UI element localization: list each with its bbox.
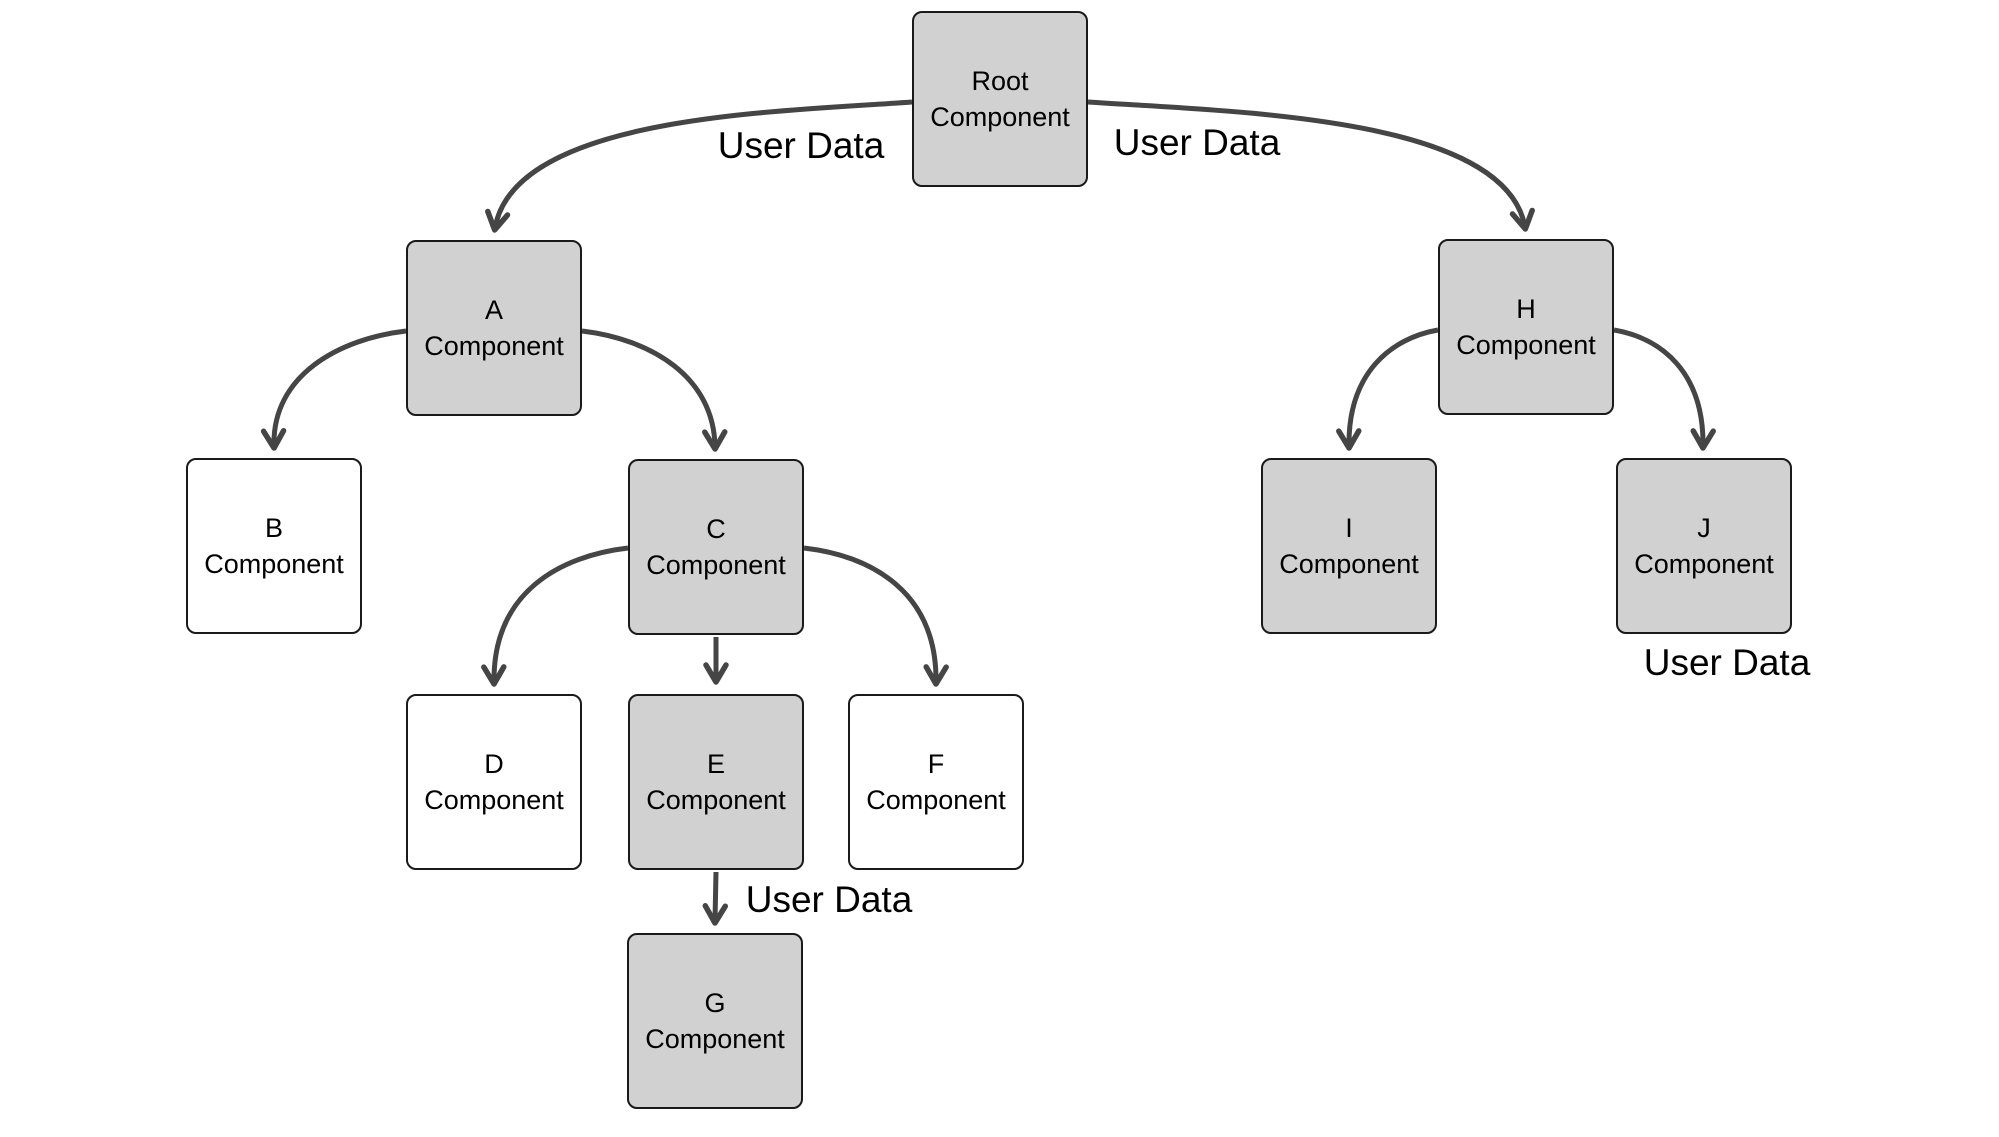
node-i: I Component xyxy=(1261,458,1437,634)
node-label-line1: B xyxy=(264,513,283,543)
node-label-line1: E xyxy=(706,749,725,779)
node-label-line2: Component xyxy=(866,785,1006,815)
node-label-line2: Component xyxy=(930,102,1070,132)
node-label-line1: J xyxy=(1697,513,1711,543)
edge-label-h-j: User Data xyxy=(1643,642,1811,683)
edge-a-b xyxy=(260,328,407,451)
node-e: E Component xyxy=(628,694,804,870)
node-j: J Component xyxy=(1616,458,1792,634)
node-label-line1: C xyxy=(706,514,726,544)
edge-root-a xyxy=(485,99,913,233)
node-label-line1: D xyxy=(484,749,504,779)
edge-label-root-a: User Data xyxy=(717,125,885,166)
node-f: F Component xyxy=(848,694,1024,870)
node-label-line1: Root xyxy=(971,66,1029,96)
node-d: D Component xyxy=(406,694,582,870)
edge-h-j xyxy=(1613,327,1716,451)
node-c: C Component xyxy=(628,459,804,635)
node-label-line2: Component xyxy=(646,550,786,580)
node-a: A Component xyxy=(406,240,582,416)
node-g: G Component xyxy=(627,933,803,1109)
edge-a-c xyxy=(581,328,728,452)
edge-h-i xyxy=(1336,327,1439,451)
node-label-line2: Component xyxy=(645,1024,785,1054)
edge-e-g xyxy=(702,871,729,926)
node-label-line2: Component xyxy=(1456,330,1596,360)
node-label-line1: A xyxy=(484,295,503,325)
node-label-line2: Component xyxy=(1279,549,1419,579)
node-h: H Component xyxy=(1438,239,1614,415)
edge-root-h xyxy=(1087,99,1535,232)
node-label-line1: H xyxy=(1516,294,1536,324)
node-label-line2: Component xyxy=(424,331,564,361)
node-label-line2: Component xyxy=(1634,549,1774,579)
node-b: B Component xyxy=(186,458,362,634)
node-label-line2: Component xyxy=(204,549,344,579)
edge-c-f xyxy=(803,545,949,687)
node-label-line1: G xyxy=(704,988,726,1018)
edge-label-root-h: User Data xyxy=(1113,122,1281,163)
node-label-line1: F xyxy=(927,749,945,779)
edge-c-d xyxy=(481,545,629,687)
node-label-line1: I xyxy=(1345,513,1353,543)
node-label-line2: Component xyxy=(646,785,786,815)
edge-label-e-g: User Data xyxy=(745,879,913,920)
node-label-line2: Component xyxy=(424,785,564,815)
